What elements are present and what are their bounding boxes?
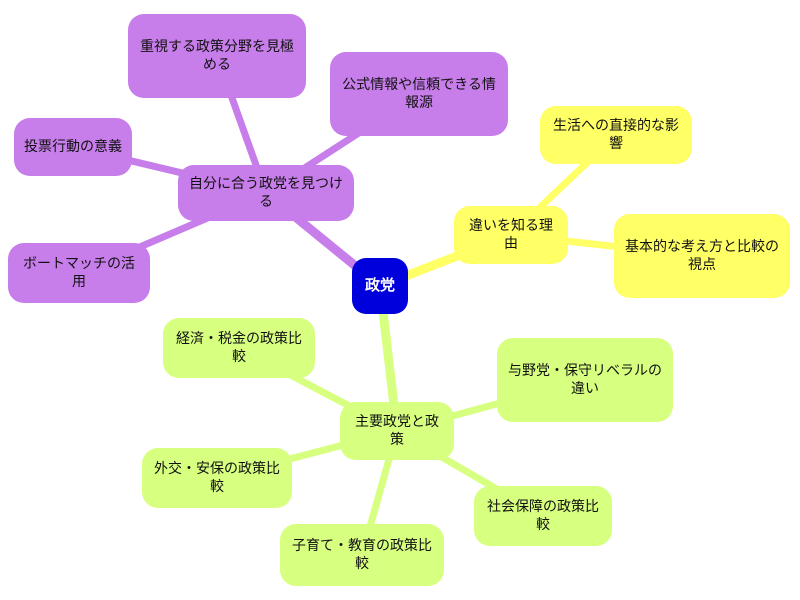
leaf-node-ruling-opposition[interactable]: 与野党・保守リベラルの違い [497,338,673,422]
leaf-node-life-impact[interactable]: 生活への直接的な影響 [540,106,692,164]
leaf-node-diplomacy-security[interactable]: 外交・安保の政策比較 [142,448,292,508]
leaf-node-childcare-education[interactable]: 子育て・教育の政策比較 [280,524,444,586]
root-node[interactable]: 政党 [352,258,408,314]
leaf-node-vote-match[interactable]: ボートマッチの活用 [8,243,150,303]
leaf-node-policy-focus[interactable]: 重視する政策分野を見極める [128,14,306,98]
branch-node-major-parties[interactable]: 主要政党と政策 [340,402,454,460]
leaf-node-economy-tax[interactable]: 経済・税金の政策比較 [163,318,315,378]
leaf-node-social-security[interactable]: 社会保障の政策比較 [474,486,612,546]
leaf-node-basic-views[interactable]: 基本的な考え方と比較の視点 [614,214,790,298]
leaf-node-voting-meaning[interactable]: 投票行動の意義 [14,118,132,176]
branch-node-why-differences[interactable]: 違いを知る理由 [454,206,568,264]
leaf-node-info-sources[interactable]: 公式情報や信頼できる情報源 [330,52,508,136]
branch-node-find-party[interactable]: 自分に合う政党を見つける [178,165,354,221]
